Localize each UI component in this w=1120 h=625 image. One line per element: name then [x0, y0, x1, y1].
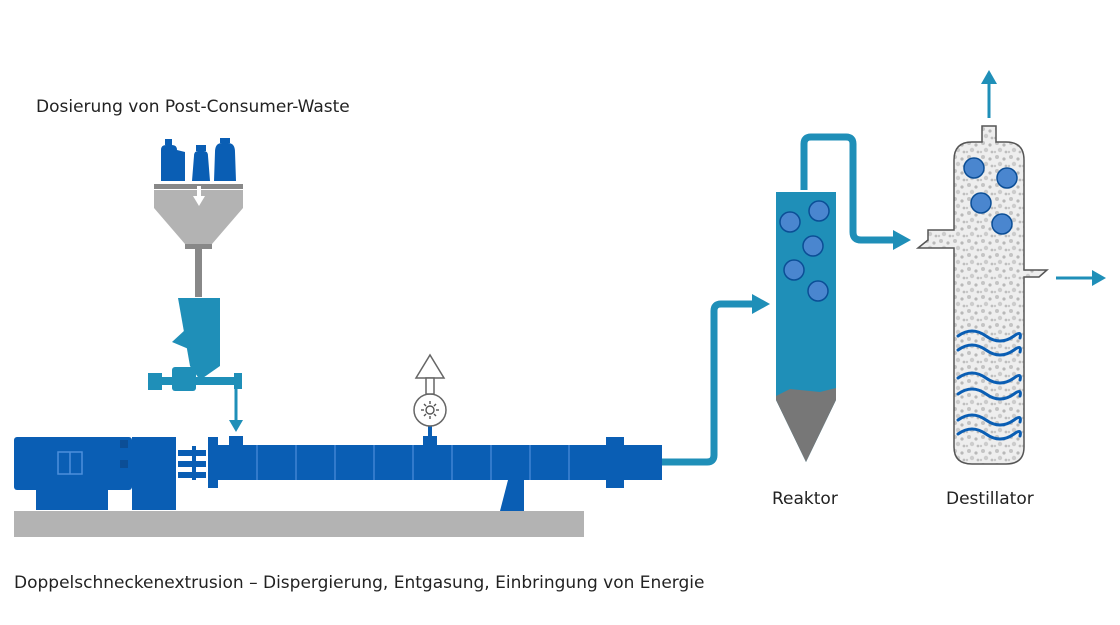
distiller-label: Destillator [946, 489, 1034, 509]
side-feeder [148, 298, 243, 432]
bottle-icon [192, 145, 210, 181]
barrel-flange-left [208, 437, 218, 488]
dosing-hopper [154, 184, 243, 297]
reactor-vessel [776, 192, 836, 462]
barrel-support [500, 480, 524, 511]
extrusion-caption: Doppelschneckenextrusion – Dispergierung… [14, 573, 705, 593]
gearbox [132, 437, 176, 510]
arrow-up-icon [981, 70, 997, 118]
pipe-reactor-to-distiller [800, 133, 911, 250]
die-head [624, 445, 662, 480]
dosing-label: Dosierung von Post-Consumer-Waste [36, 97, 350, 117]
arrow-right-icon [752, 294, 770, 314]
pipe-extruder-to-reactor [662, 294, 770, 466]
reactor-label: Reaktor [772, 489, 838, 509]
coupling [176, 446, 208, 481]
arrow-up-icon [414, 353, 446, 395]
arrow-right-icon [893, 230, 911, 250]
arrow-right-icon [1056, 270, 1106, 286]
heat-waves [956, 329, 1022, 441]
feed-port [229, 436, 243, 445]
bottle-icon [214, 138, 236, 181]
base-platform [14, 511, 584, 537]
distiller-column [915, 125, 1049, 465]
extruder-motor [14, 437, 132, 510]
bottle-icon [161, 139, 185, 181]
extruder-barrel [218, 445, 606, 480]
barrel-flange-right [606, 437, 624, 488]
vacuum-pump-icon [413, 393, 447, 436]
vent-port [423, 436, 437, 445]
